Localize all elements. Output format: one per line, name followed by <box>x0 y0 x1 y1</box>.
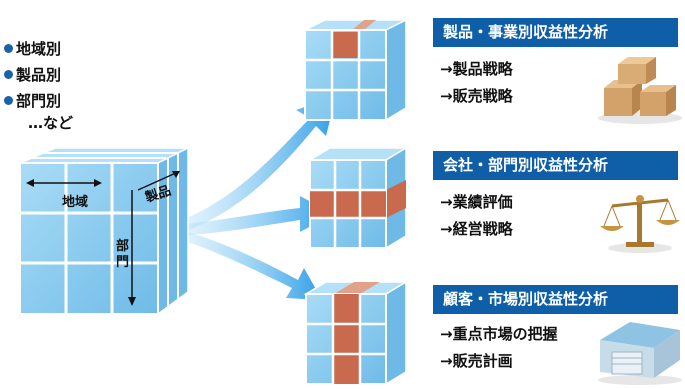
dimension-item: 製品別 <box>4 62 61 88</box>
bullet-icon <box>4 96 13 105</box>
dimension-more: …など <box>28 114 74 132</box>
warehouse-icon <box>598 322 682 385</box>
cube-label-region: 地域 <box>62 194 88 210</box>
analysis-title-customer: 顧客・市場別収益性分析 <box>433 285 678 314</box>
use-item: →業績評価 <box>440 193 513 211</box>
use-item: →重点市場の把握 <box>440 325 558 343</box>
arrow-to-company <box>168 196 334 236</box>
data-cube: 地域 製品 部 門 <box>19 146 189 316</box>
use-item: →販売計画 <box>440 352 513 370</box>
bullet-icon <box>4 44 13 53</box>
dimension-item: 地域別 <box>4 36 61 62</box>
arrow-to-customer <box>168 226 322 300</box>
cube-product-slice <box>304 18 407 122</box>
analysis-title-product: 製品・事業別収益性分析 <box>433 18 678 47</box>
cube-label-department-2: 門 <box>116 255 129 270</box>
analysis-uses-customer: →重点市場の把握 →販売計画 <box>440 321 558 375</box>
use-item: →販売戦略 <box>440 87 513 105</box>
bullet-icon <box>4 70 13 79</box>
cube-label-department-1: 部 <box>116 238 129 254</box>
cube-region-slice <box>303 280 409 386</box>
use-item: →経営戦略 <box>440 220 513 238</box>
cube-label-product: 製品 <box>142 183 173 207</box>
analysis-uses-company: →業績評価 →経営戦略 <box>440 189 513 243</box>
analysis-uses-product: →製品戦略 →販売戦略 <box>440 56 513 110</box>
analysis-title-company: 会社・部門別収益性分析 <box>433 151 678 180</box>
dimension-item: 部門別 <box>4 88 61 114</box>
use-item: →製品戦略 <box>440 60 513 78</box>
cube-department-slice <box>307 146 409 250</box>
dimension-list: 地域別 製品別 部門別 <box>4 36 61 114</box>
scales-icon <box>600 195 680 253</box>
boxes-icon <box>598 57 682 124</box>
